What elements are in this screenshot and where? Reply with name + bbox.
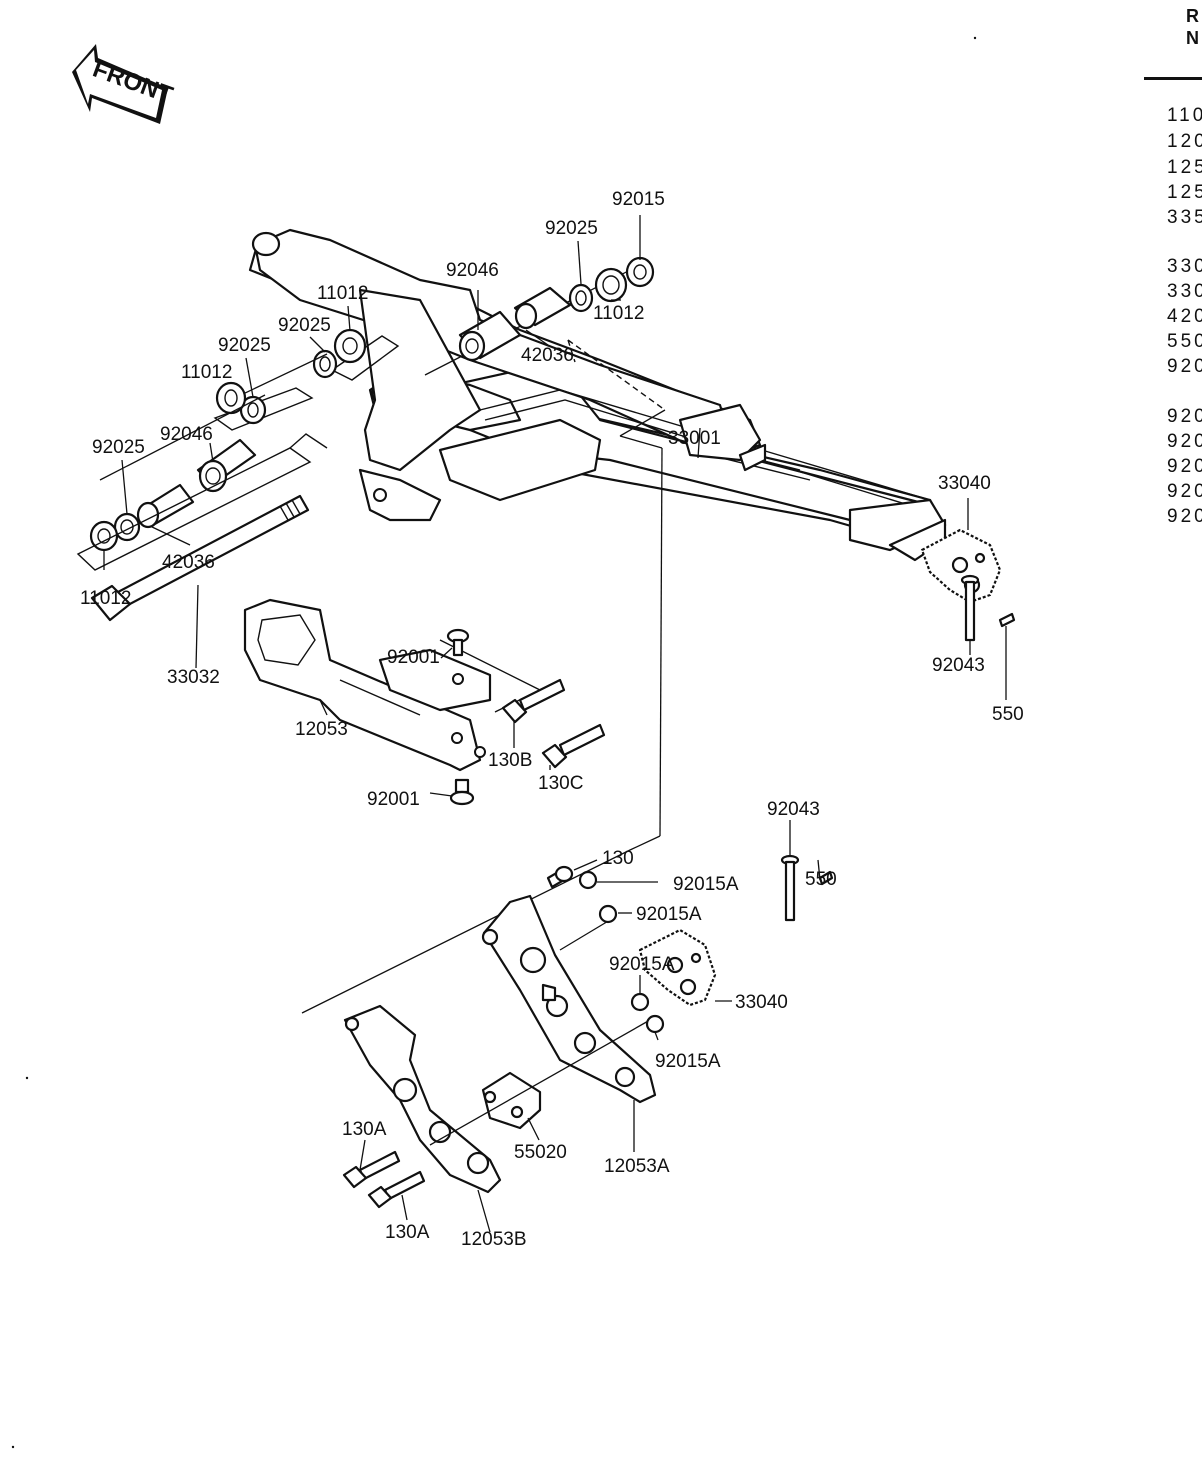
reference-number-column: R N 110 120 125 125 335 330 330 420 550 … xyxy=(1142,0,1202,560)
bolt-92001-upper xyxy=(446,628,470,657)
cotter-550-left xyxy=(818,870,834,886)
nut-92015a-3 xyxy=(630,992,650,1012)
pivot-bolt-33032 xyxy=(90,494,310,622)
callout-130a: 130A xyxy=(385,1222,430,1243)
bolt-130b xyxy=(501,678,566,724)
bolt-130 xyxy=(546,865,574,889)
callout-92015a: 92015A xyxy=(673,874,739,895)
callout-92043: 92043 xyxy=(932,655,985,676)
reference-number: 420 xyxy=(1167,306,1202,327)
callout-92015a: 92015A xyxy=(655,1051,721,1072)
callout-labels: 92015 92025 92046 11012 42036 11012 9202… xyxy=(80,189,1024,1250)
bolt-130a-upper xyxy=(342,1150,401,1189)
bolt-130c xyxy=(541,723,606,769)
callout-11012: 11012 xyxy=(593,303,644,324)
front-arrow-icon: FRONT xyxy=(72,44,176,124)
callout-33001: 33001 xyxy=(668,428,721,449)
callout-550: 550 xyxy=(805,869,837,890)
reference-number: 125 xyxy=(1167,157,1202,178)
reference-number: 125 xyxy=(1167,182,1202,203)
callout-92025: 92025 xyxy=(545,218,598,239)
callout-12053: 12053 xyxy=(295,719,348,740)
reference-number: 335 xyxy=(1167,207,1202,228)
bracket-12053b xyxy=(343,1004,502,1194)
callout-92043: 92043 xyxy=(767,799,820,820)
leader-lines xyxy=(103,215,1007,1233)
callout-33032: 33032 xyxy=(167,667,220,688)
reference-number: 920 xyxy=(1167,356,1202,377)
callout-92001: 92001 xyxy=(387,647,440,668)
reference-number: 920 xyxy=(1167,481,1202,502)
reference-number: 330 xyxy=(1167,281,1202,302)
callout-92015: 92015 xyxy=(612,189,665,210)
callout-92046: 92046 xyxy=(446,260,499,281)
reference-number: 550 xyxy=(1167,331,1202,352)
callout-550: 550 xyxy=(992,704,1024,725)
callout-92025: 92025 xyxy=(92,437,145,458)
callout-11012: 11012 xyxy=(181,362,232,383)
reference-number: 920 xyxy=(1167,456,1202,477)
callout-33040: 33040 xyxy=(735,992,788,1013)
reference-header-line-2: N xyxy=(1186,28,1199,48)
reference-number: 110 xyxy=(1167,105,1202,126)
callout-130a: 130A xyxy=(342,1119,387,1140)
reference-header-rule xyxy=(1144,77,1202,80)
swingarm-33001 xyxy=(248,228,947,562)
chain-guide-12053 xyxy=(243,598,542,772)
callout-92025: 92025 xyxy=(278,315,331,336)
nut-92015a-4 xyxy=(645,1014,665,1034)
reference-number: 330 xyxy=(1167,256,1202,277)
nut-92015a-2 xyxy=(598,904,618,924)
bracket-12053a xyxy=(481,894,657,1104)
bolt-130a-lower xyxy=(367,1170,426,1209)
reference-number: 120 xyxy=(1167,131,1202,152)
callout-92015a: 92015A xyxy=(609,954,675,975)
callout-42036: 42036 xyxy=(162,552,215,573)
reference-number: 920 xyxy=(1167,506,1202,527)
callout-12053a: 12053A xyxy=(604,1156,670,1177)
callout-55020: 55020 xyxy=(514,1142,567,1163)
spacer-55020 xyxy=(481,1071,542,1130)
callout-33040: 33040 xyxy=(938,473,991,494)
callout-12053b: 12053B xyxy=(461,1229,527,1250)
callout-92001: 92001 xyxy=(367,789,420,810)
callout-42036: 42036 xyxy=(521,345,574,366)
reference-number: 920 xyxy=(1167,431,1202,452)
reference-header-line-1: R xyxy=(1186,6,1199,26)
cotter-550-right xyxy=(998,612,1016,628)
callout-11012: 11012 xyxy=(80,588,131,609)
reference-number: 920 xyxy=(1167,406,1202,427)
chain-adjuster-33040-lower xyxy=(638,928,717,1007)
callout-130c: 130C xyxy=(538,773,583,794)
pin-92043-right xyxy=(960,574,980,642)
callout-92046: 92046 xyxy=(160,424,213,445)
bolt-92001-lower xyxy=(449,778,475,806)
nut-92015a-1 xyxy=(578,870,598,890)
pin-92043-left xyxy=(780,854,800,922)
callout-130b: 130B xyxy=(488,750,532,771)
callout-11012: 11012 xyxy=(317,283,368,304)
callout-92015a: 92015A xyxy=(636,904,702,925)
callout-92025: 92025 xyxy=(218,335,271,356)
left-pivot-parts xyxy=(76,353,328,571)
callout-130: 130 xyxy=(602,848,634,869)
